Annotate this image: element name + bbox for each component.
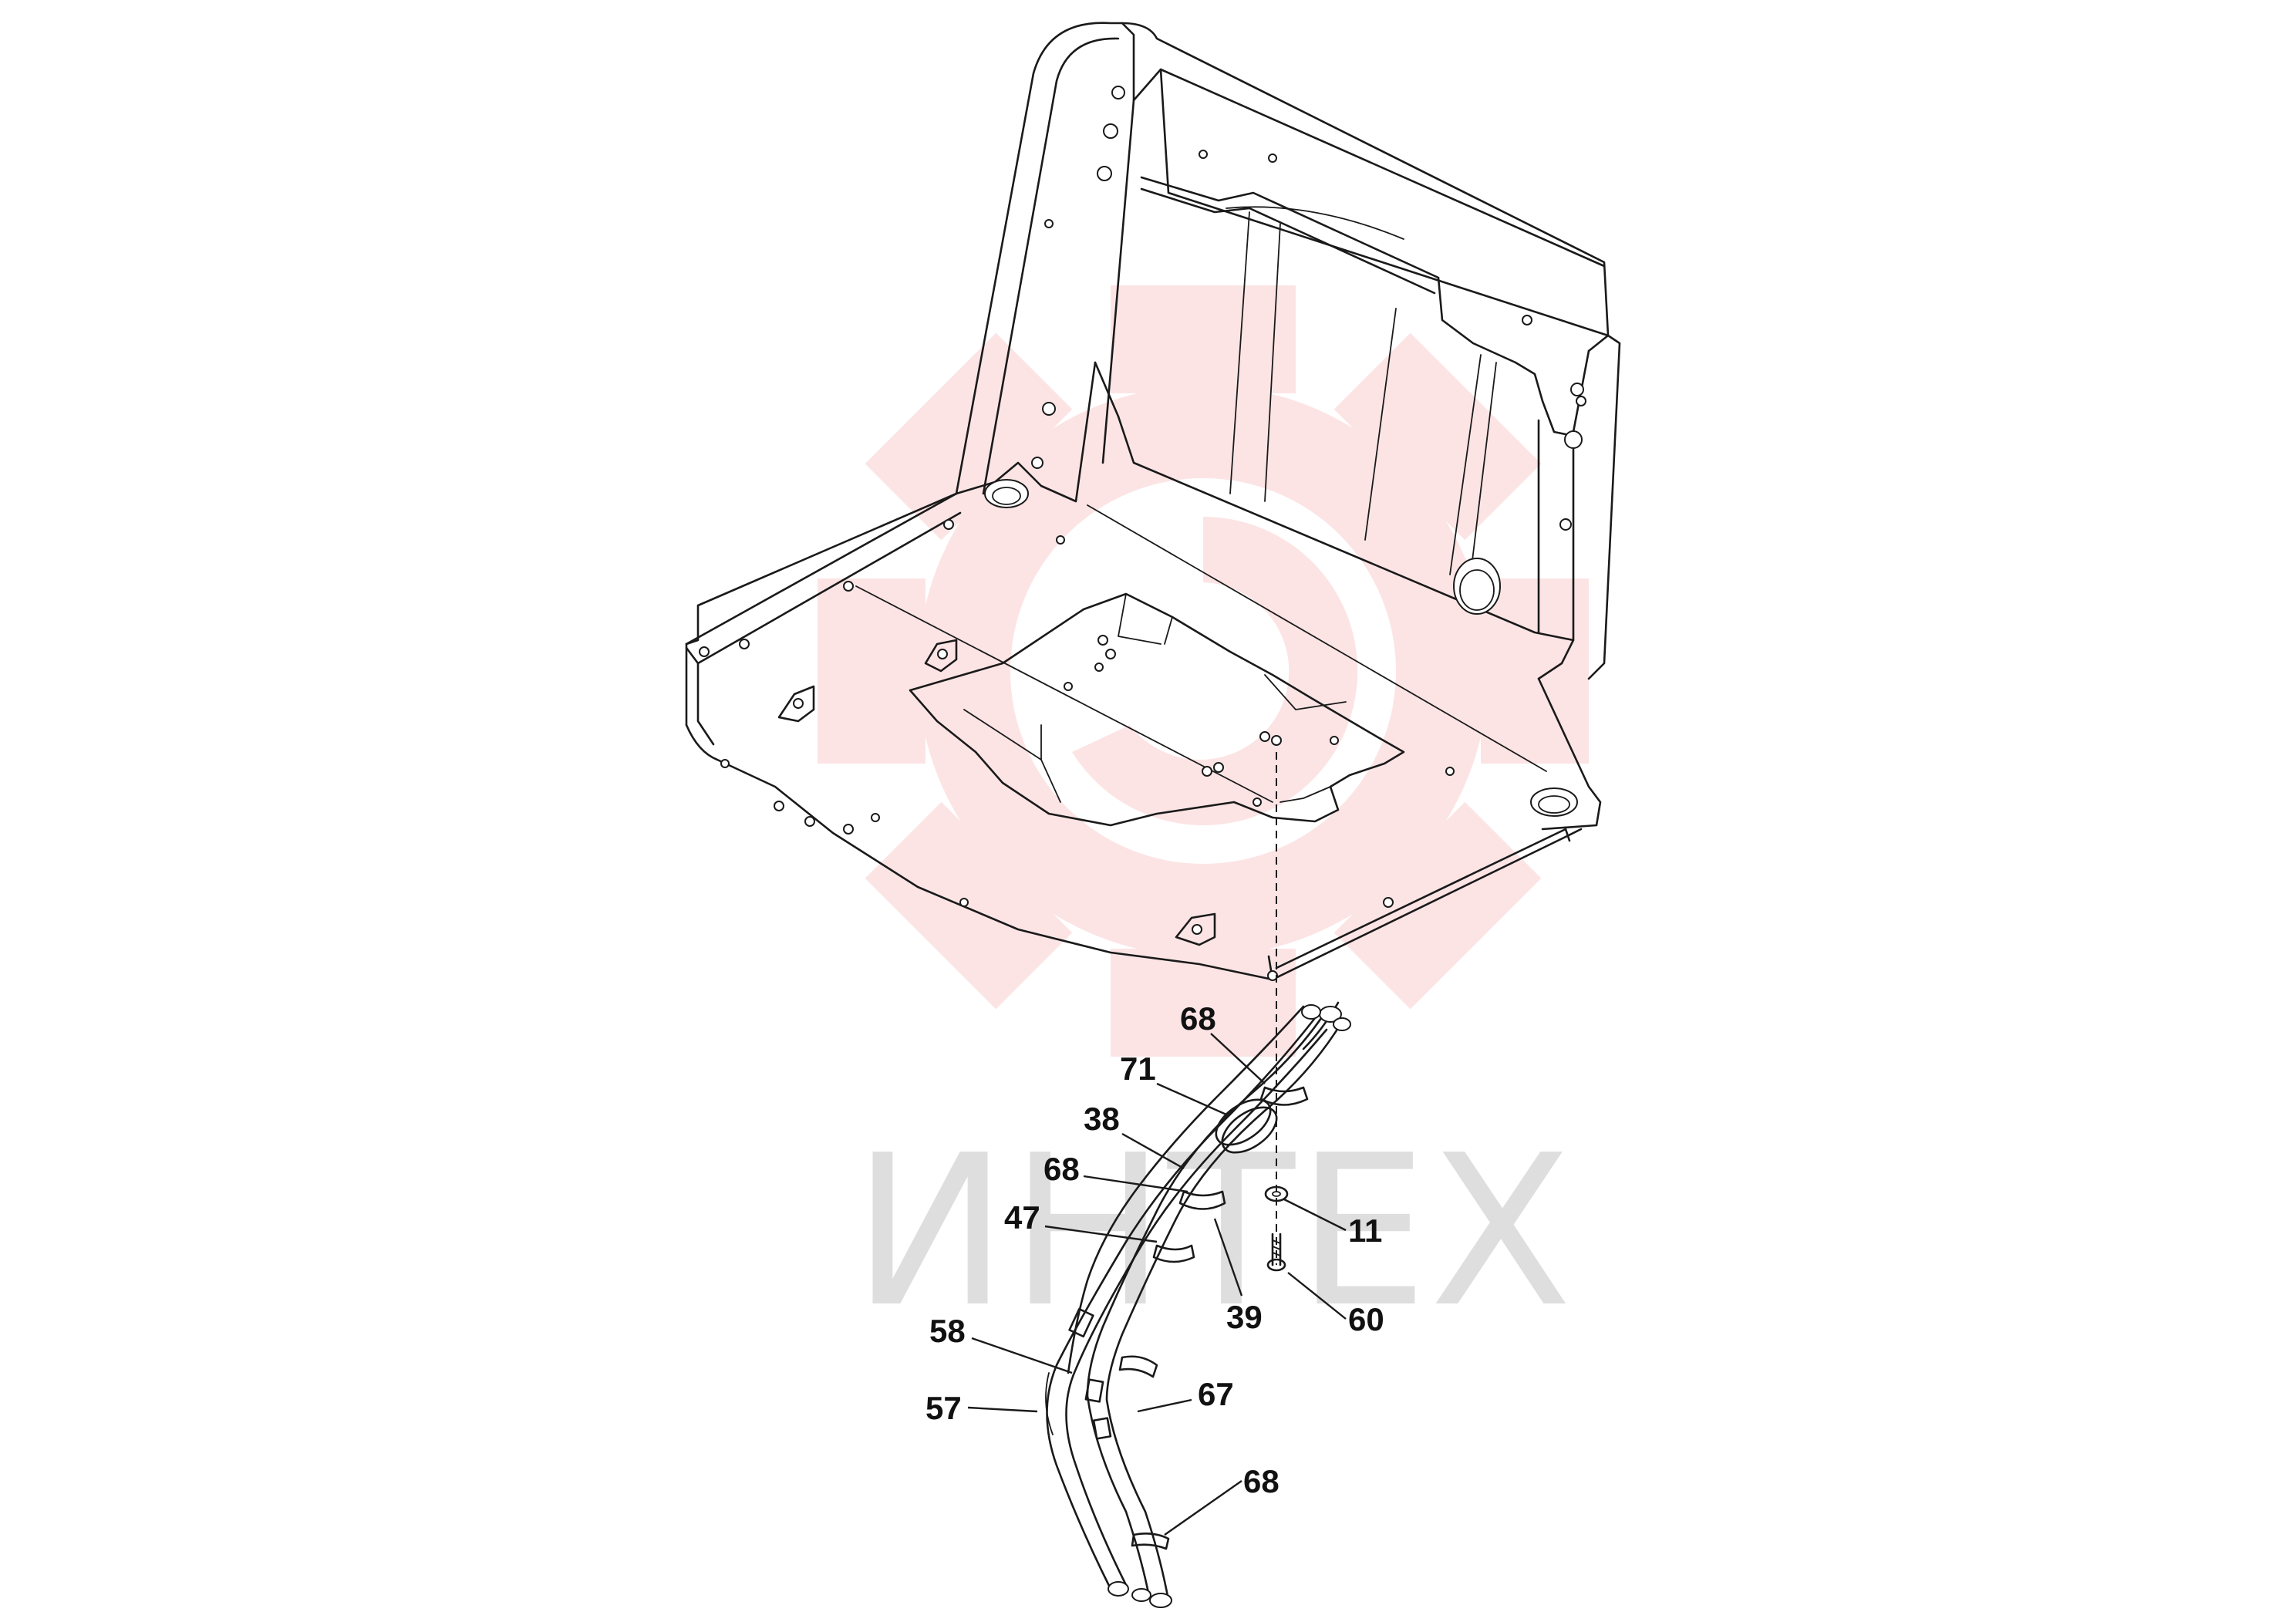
callout-67: 67 bbox=[1198, 1376, 1234, 1412]
callout-11: 11 bbox=[1348, 1212, 1382, 1249]
gear-inner-arc bbox=[1072, 516, 1358, 825]
callout-71: 71 bbox=[1120, 1050, 1156, 1087]
bolt-part bbox=[1266, 1233, 1286, 1272]
callout-68: 68 bbox=[1243, 1463, 1279, 1499]
callout-68: 68 bbox=[1180, 1000, 1216, 1037]
hose-bundle bbox=[1045, 1001, 1351, 1608]
callout-68: 68 bbox=[1043, 1151, 1080, 1187]
callout-60: 60 bbox=[1348, 1301, 1384, 1337]
washer-part bbox=[1264, 1185, 1289, 1202]
callout-58: 58 bbox=[929, 1313, 966, 1349]
seat-back bbox=[955, 22, 1621, 680]
watermark-text: ИНТЕХ bbox=[852, 1110, 1574, 1353]
callout-38: 38 bbox=[1084, 1101, 1120, 1137]
watermark-gear-logo bbox=[818, 285, 1589, 1057]
callout-labels: 68 71 38 68 47 11 39 60 58 57 67 68 bbox=[925, 1000, 1384, 1499]
gear-ring bbox=[918, 386, 1489, 956]
callout-57: 57 bbox=[925, 1390, 962, 1426]
seat-base bbox=[685, 492, 1602, 981]
gear-teeth bbox=[818, 285, 1589, 1057]
leader-lines bbox=[967, 1033, 1347, 1536]
callout-39: 39 bbox=[1226, 1299, 1263, 1335]
callout-47: 47 bbox=[1004, 1199, 1040, 1236]
